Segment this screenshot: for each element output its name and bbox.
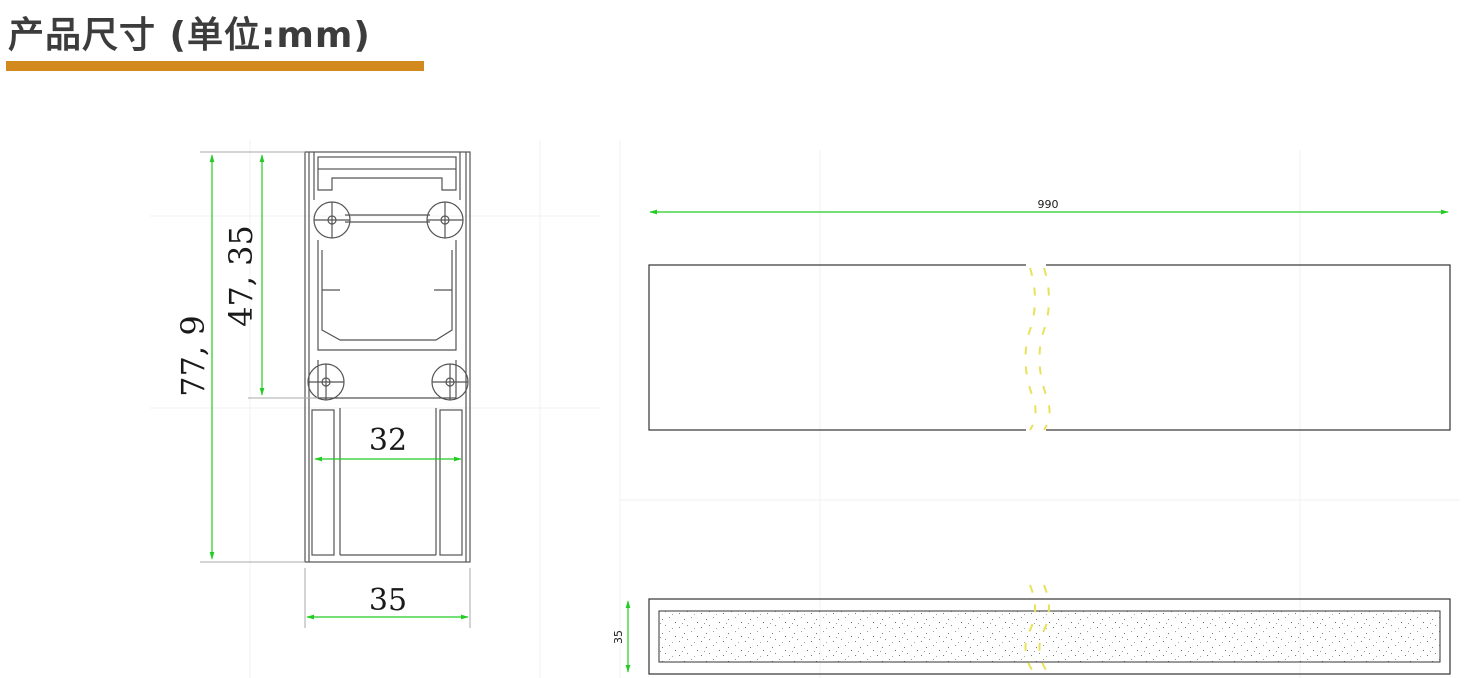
length-label: 990 bbox=[1038, 198, 1059, 211]
side-view-outline bbox=[648, 598, 1451, 675]
upper-height-label: 47, 35 bbox=[222, 225, 260, 327]
screw-boss-bottom-left bbox=[307, 363, 345, 401]
break-marks-side bbox=[1024, 584, 1050, 671]
extension-lines bbox=[200, 151, 471, 628]
screw-boss-top-right bbox=[426, 201, 464, 239]
cross-section-profile bbox=[304, 151, 471, 563]
screw-boss-bottom-right bbox=[431, 363, 469, 401]
title-underline bbox=[6, 61, 424, 71]
inner-width-label: 32 bbox=[369, 423, 407, 458]
screw-boss-top-left bbox=[313, 201, 351, 239]
side-height-label: 35 bbox=[612, 630, 625, 644]
top-view-outline bbox=[648, 264, 1451, 431]
side-view-diffuser bbox=[658, 610, 1441, 663]
total-height-label: 77, 9 bbox=[174, 315, 212, 396]
outer-width-label: 35 bbox=[369, 583, 407, 618]
background-grid bbox=[150, 140, 1460, 678]
break-marks-top bbox=[1024, 262, 1051, 434]
page-title: 产品尺寸 (单位:mm) bbox=[8, 15, 371, 56]
